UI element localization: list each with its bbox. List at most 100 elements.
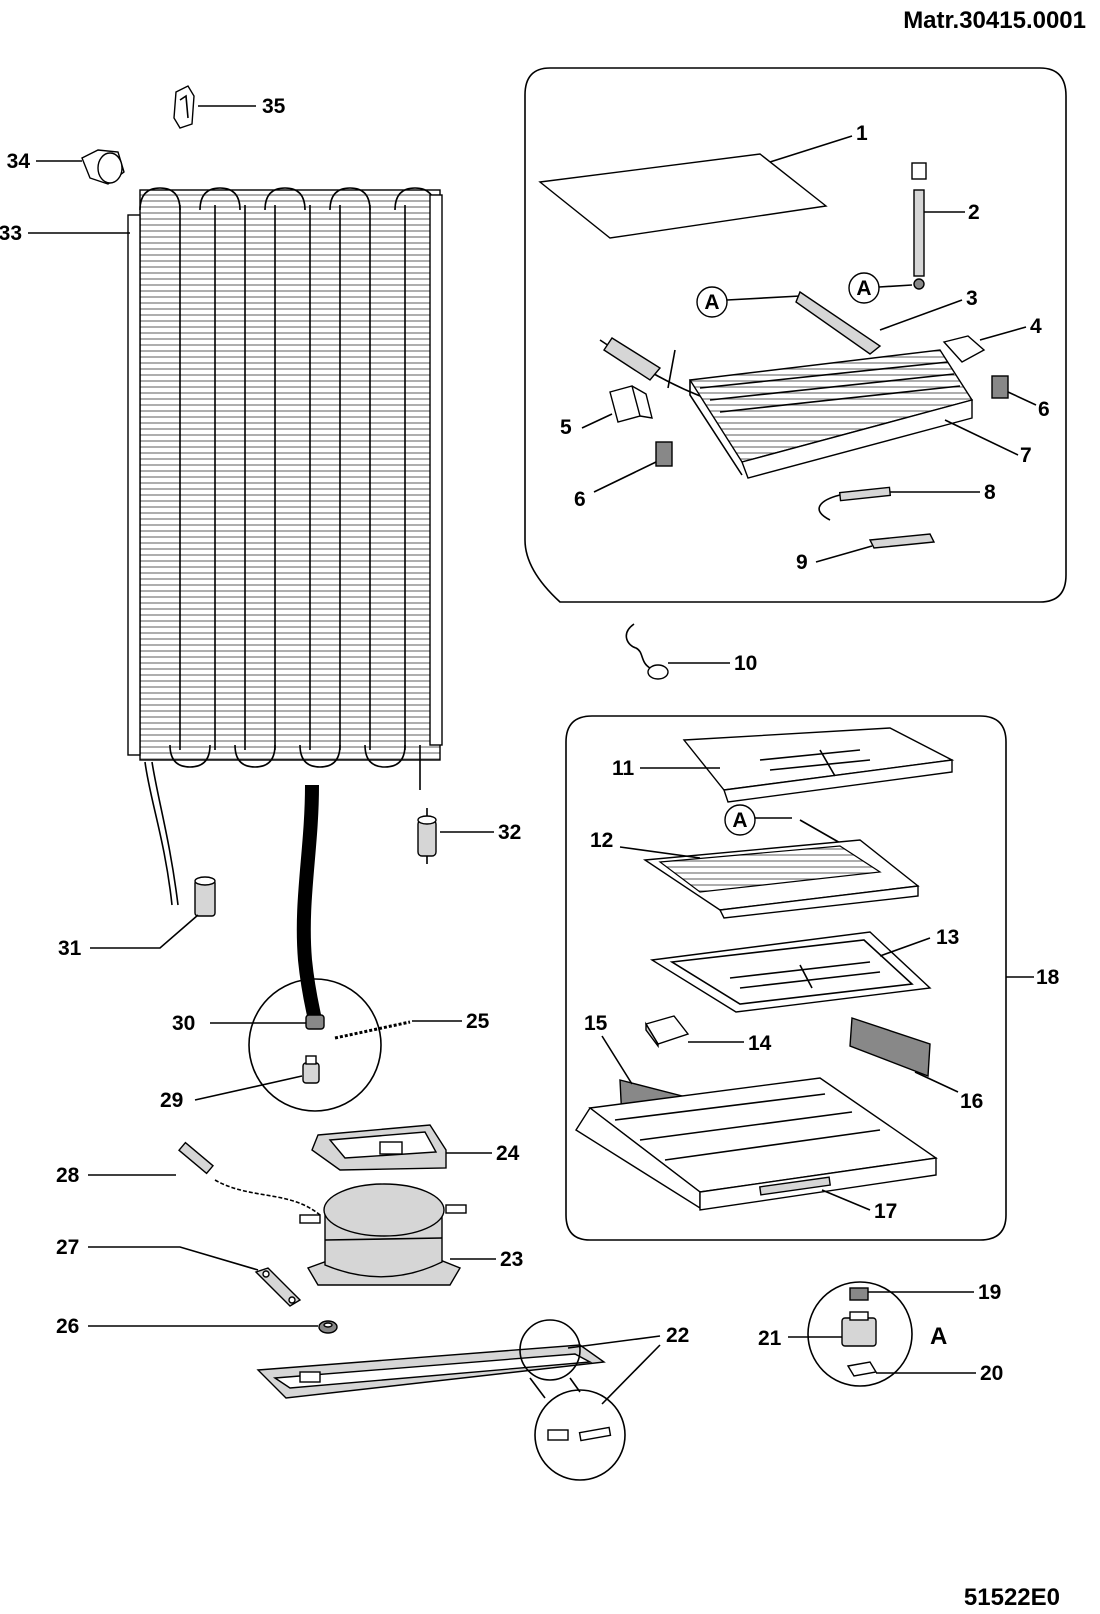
label-9: 9 — [796, 551, 808, 574]
leader-22a — [567, 1335, 661, 1349]
heater-grid-part-12: A — [642, 804, 920, 919]
cap-part-34 — [81, 149, 125, 185]
label-7: 7 — [1020, 444, 1032, 467]
bracket-part-27 — [254, 1267, 302, 1307]
capillary-tube — [296, 784, 322, 1022]
label-32: 32 — [498, 821, 521, 844]
leader-27 — [88, 1246, 259, 1271]
drawer-group-frame — [565, 715, 1007, 1241]
label-16: 16 — [960, 1090, 983, 1113]
plate-part-1 — [538, 153, 828, 239]
detail-circle-connections — [248, 978, 382, 1112]
label-6-left: 6 — [574, 488, 586, 511]
callout-a-circle — [848, 272, 880, 304]
label-31: 31 — [58, 937, 82, 960]
detail-connectors — [529, 1377, 581, 1399]
label-13: 13 — [936, 926, 959, 949]
leader-3 — [879, 299, 963, 331]
label-23: 23 — [500, 1248, 523, 1271]
harness-part-28 — [178, 1141, 321, 1216]
detail-circle-a — [807, 1281, 913, 1387]
matr-number: Matr.30415.0001 — [903, 7, 1086, 34]
bulb-part-20 — [846, 1361, 878, 1377]
evaporator-group-frame — [524, 67, 1067, 603]
tray-part-13 — [649, 931, 932, 1013]
label-8: 8 — [984, 481, 996, 504]
clip-part-35 — [173, 85, 195, 129]
label-11: 11 — [612, 757, 635, 780]
lamp-holder-part-19 — [849, 1287, 869, 1301]
leader-15 — [601, 1035, 633, 1085]
lamp-part-10 — [625, 623, 669, 680]
label-34: 34 — [7, 150, 31, 173]
label-6-right: 6 — [1038, 398, 1050, 421]
label-10: 10 — [734, 652, 757, 675]
sleeve-part-32 — [417, 808, 437, 864]
leader-29 — [194, 1075, 303, 1101]
leader-6-right — [1007, 391, 1037, 406]
leader-13 — [879, 937, 931, 957]
label-30: 30 — [172, 1012, 195, 1035]
detail-circle-top-22 — [519, 1319, 581, 1381]
pad-part-6-right — [991, 375, 1009, 399]
label-3: 3 — [966, 287, 978, 310]
cover-part-11 — [682, 727, 955, 803]
label-14: 14 — [748, 1032, 772, 1055]
condenser-part-33 — [127, 187, 443, 906]
switch-part-21 — [841, 1311, 877, 1347]
label-20: 20 — [980, 1362, 1003, 1385]
leader-9 — [815, 545, 873, 563]
label-15: 15 — [584, 1012, 608, 1035]
heater-part-3: A — [696, 286, 882, 355]
label-22: 22 — [666, 1324, 689, 1347]
compressor-part-23 — [299, 1183, 467, 1286]
label-25: 25 — [466, 1010, 490, 1033]
callout-a: A — [856, 277, 871, 300]
clip-detail-22 — [547, 1426, 612, 1442]
label-29: 29 — [160, 1089, 183, 1112]
bracket-part-5 — [609, 385, 653, 423]
label-5: 5 — [560, 416, 572, 439]
leader-6-left — [593, 461, 657, 493]
label-19: 19 — [978, 1281, 1001, 1304]
leader-1 — [769, 135, 853, 163]
cover-part-24 — [311, 1124, 447, 1171]
strip-part-9 — [868, 533, 936, 549]
label-2: 2 — [968, 201, 980, 224]
leader-5 — [581, 413, 613, 429]
sensor-part-8 — [818, 486, 892, 521]
label-18: 18 — [1036, 966, 1060, 989]
evaporator-part-7 — [599, 337, 974, 479]
label-4: 4 — [1030, 315, 1042, 338]
callout-a-12: A — [732, 809, 747, 832]
probe-part-2 — [911, 162, 927, 290]
label-33: 33 — [0, 222, 22, 245]
label-1: 1 — [856, 122, 868, 145]
grommet-part-26 — [318, 1320, 338, 1334]
fitting-part-30 — [305, 1014, 325, 1030]
drawer-part-17 — [575, 1077, 938, 1211]
drawing-code: 51522E0 — [964, 1584, 1060, 1611]
base-rail-part-22 — [256, 1344, 606, 1399]
leader-12 — [619, 846, 701, 859]
callout-a-3: A — [704, 291, 719, 314]
filter-part-31 — [194, 876, 216, 917]
pad-part-6-left — [655, 441, 673, 467]
panel-part-16 — [849, 1017, 931, 1077]
label-24: 24 — [496, 1142, 520, 1165]
detail-a-letter: A — [930, 1323, 947, 1350]
leader-a2 — [878, 284, 913, 288]
connector-part-29 — [302, 1055, 320, 1084]
label-35: 35 — [262, 95, 286, 118]
leader-4 — [979, 326, 1027, 341]
label-28: 28 — [56, 1164, 80, 1187]
leader-7 — [944, 419, 1019, 456]
label-26: 26 — [56, 1315, 79, 1338]
label-27: 27 — [56, 1236, 79, 1259]
leader-22b — [601, 1344, 661, 1405]
label-17: 17 — [874, 1200, 897, 1223]
leader-16 — [914, 1071, 959, 1093]
clip-part-4 — [942, 335, 986, 363]
block-part-14 — [644, 1015, 690, 1049]
label-12: 12 — [590, 829, 613, 852]
